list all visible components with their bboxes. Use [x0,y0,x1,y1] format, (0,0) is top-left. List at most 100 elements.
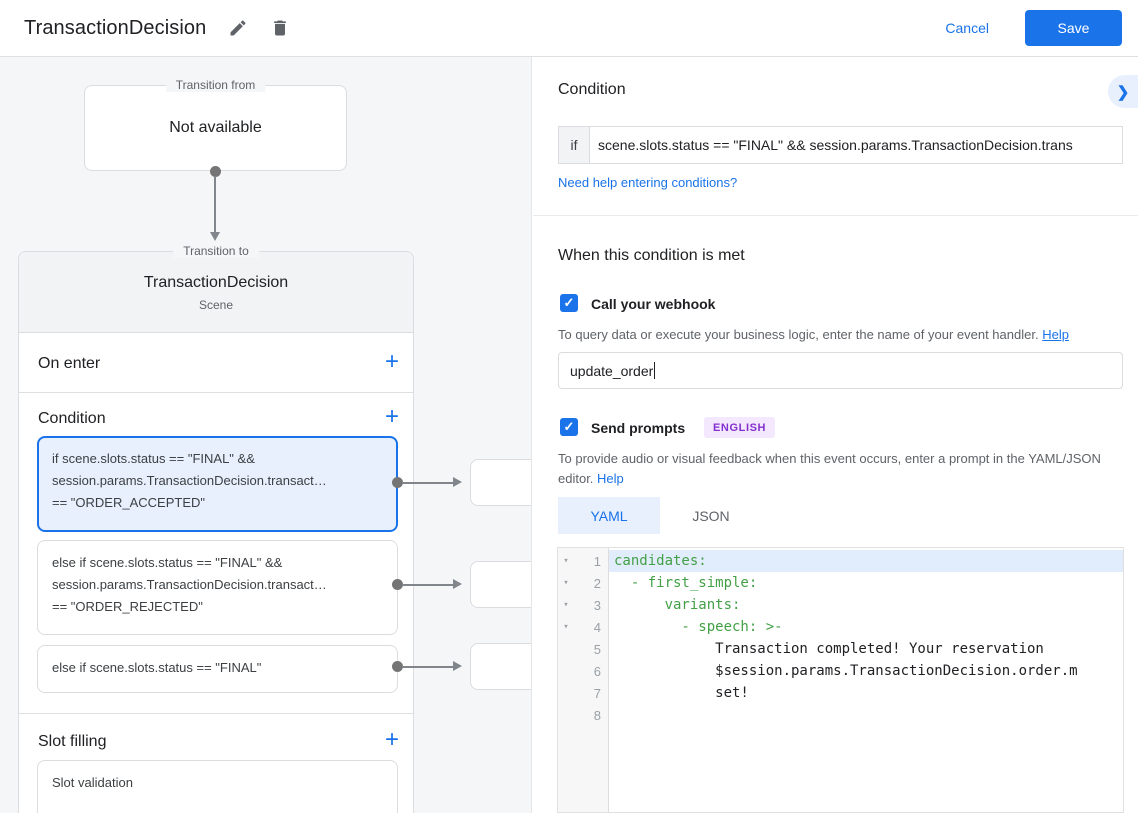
top-bar: TransactionDecision Cancel Save [0,0,1138,57]
transition-from-content: Not available [169,119,262,136]
scene-header[interactable]: TransactionDecision Scene [19,252,413,333]
slot-validation-label: Slot validation [52,775,133,790]
save-button[interactable]: Save [1025,10,1122,46]
scene-subtitle: Scene [198,298,234,312]
line-number: 3 [593,597,601,613]
arrow-down-icon [210,232,220,241]
text-cursor [654,362,656,379]
send-prompts-label: Send prompts [591,420,686,436]
check-icon: ✓ [563,295,575,310]
connector-line [402,666,454,668]
condition-line: session.params.TransactionDecision.trans… [52,473,327,488]
connector-dot [392,579,403,590]
condition-line: else if scene.slots.status == "FINAL" && [52,555,283,570]
transition-from-box: Transition from Not available [84,78,347,171]
transition-target-box[interactable] [470,643,531,690]
delete-icon[interactable] [270,18,290,38]
condition-card-rejected[interactable]: else if scene.slots.status == "FINAL" &&… [37,540,398,635]
line-number: 7 [593,685,601,701]
code-line[interactable]: - first_simple: [614,575,758,591]
divider [19,392,413,393]
check-icon: ✓ [563,419,575,434]
webhook-checkbox[interactable]: ✓ [560,294,578,312]
line-number: 5 [593,641,601,657]
editor-tabs: YAML JSON [558,497,762,534]
add-slot-button[interactable]: + [384,726,399,753]
connector-line [214,176,216,233]
line-number: 6 [593,663,601,679]
arrow-right-icon [453,579,462,589]
panel-title: Condition [558,81,626,98]
on-enter-label: On enter [38,355,101,372]
cancel-button[interactable]: Cancel [945,20,989,36]
prompts-help-link[interactable]: Help [597,471,624,486]
conditions-help-link[interactable]: Need help entering conditions? [558,175,738,190]
scene-title: TransactionDecision [143,274,289,291]
add-condition-button[interactable]: + [384,403,399,430]
language-badge: ENGLISH [704,417,776,438]
slot-filling-label: Slot filling [38,733,107,750]
fold-icon[interactable]: ▾ [563,600,569,610]
chevron-right-icon: ❯ [1116,83,1130,101]
yaml-editor[interactable]: ▾1 ▾2 ▾3 ▾4 5 6 7 8 candidates: - first_… [557,547,1124,813]
edit-icon[interactable] [228,18,248,38]
transition-from-legend: Transition from [165,78,266,92]
if-prefix: if [558,126,589,164]
tab-json[interactable]: JSON [692,507,730,524]
code-line[interactable]: Transaction completed! Your reservation [614,641,1044,657]
condition-expression-input[interactable]: scene.slots.status == "FINAL" && session… [589,126,1123,164]
collapse-panel-button[interactable]: ❯ [1108,75,1138,108]
webhook-input-value: update_order [570,362,654,379]
editor-code-area[interactable]: candidates: - first_simple: variants: - … [609,548,1123,812]
condition-card-accepted[interactable]: if scene.slots.status == "FINAL" && sess… [37,436,398,532]
send-prompts-checkbox[interactable]: ✓ [560,418,578,436]
connector-dot [210,166,221,177]
prompts-helper: To provide audio or visual feedback when… [558,449,1114,489]
code-line[interactable]: $session.params.TransactionDecision.orde… [614,663,1078,679]
webhook-helper: To query data or execute your business l… [558,325,1118,345]
webhook-label: Call your webhook [591,296,716,312]
webhook-input[interactable]: update_order [558,352,1123,389]
line-number: 1 [593,553,601,569]
arrow-right-icon [453,661,462,671]
condition-line: session.params.TransactionDecision.trans… [52,577,327,592]
condition-line: else if scene.slots.status == "FINAL" [52,660,262,675]
when-met-title: When this condition is met [558,247,745,264]
code-line[interactable]: - speech: >- [614,619,783,635]
code-line[interactable]: variants: [614,597,741,613]
divider [533,215,1138,216]
connector-line [402,584,454,586]
tab-yaml[interactable]: YAML [558,497,660,534]
condition-section-label: Condition [38,410,106,427]
editor-gutter: ▾1 ▾2 ▾3 ▾4 5 6 7 8 [558,548,609,812]
page-title: TransactionDecision [24,16,207,39]
transition-to-legend: Transition to [173,244,259,258]
fold-icon[interactable]: ▾ [563,622,569,632]
line-number: 4 [593,619,601,635]
condition-detail-panel: Condition ❯ if scene.slots.status == "FI… [533,57,1138,813]
code-line[interactable]: set! [614,685,749,701]
transition-to-group: Transition to TransactionDecision Scene … [18,244,414,813]
prompts-helper-text: To provide audio or visual feedback when… [558,451,1101,486]
flow-canvas: Transition from Not available Transition… [0,57,532,813]
condition-line: == "ORDER_REJECTED" [52,599,203,614]
arrow-right-icon [453,477,462,487]
transition-target-box[interactable] [470,561,531,608]
fold-icon[interactable]: ▾ [563,578,569,588]
code-line[interactable] [609,704,1123,726]
webhook-helper-text: To query data or execute your business l… [558,327,1039,342]
connector-line [402,482,454,484]
connector-dot [392,661,403,672]
condition-line: if scene.slots.status == "FINAL" && [52,451,255,466]
slot-validation-card[interactable]: Slot validation [37,760,398,813]
condition-card-final[interactable]: else if scene.slots.status == "FINAL" [37,645,398,693]
fold-icon[interactable]: ▾ [563,556,569,566]
webhook-help-link[interactable]: Help [1042,327,1069,342]
connector-dot [392,477,403,488]
add-on-enter-button[interactable]: + [384,348,399,375]
transition-target-box[interactable] [470,459,531,506]
line-number: 8 [593,707,601,723]
code-line[interactable]: candidates: [609,550,1123,572]
condition-line: == "ORDER_ACCEPTED" [52,495,205,510]
divider [19,713,413,714]
